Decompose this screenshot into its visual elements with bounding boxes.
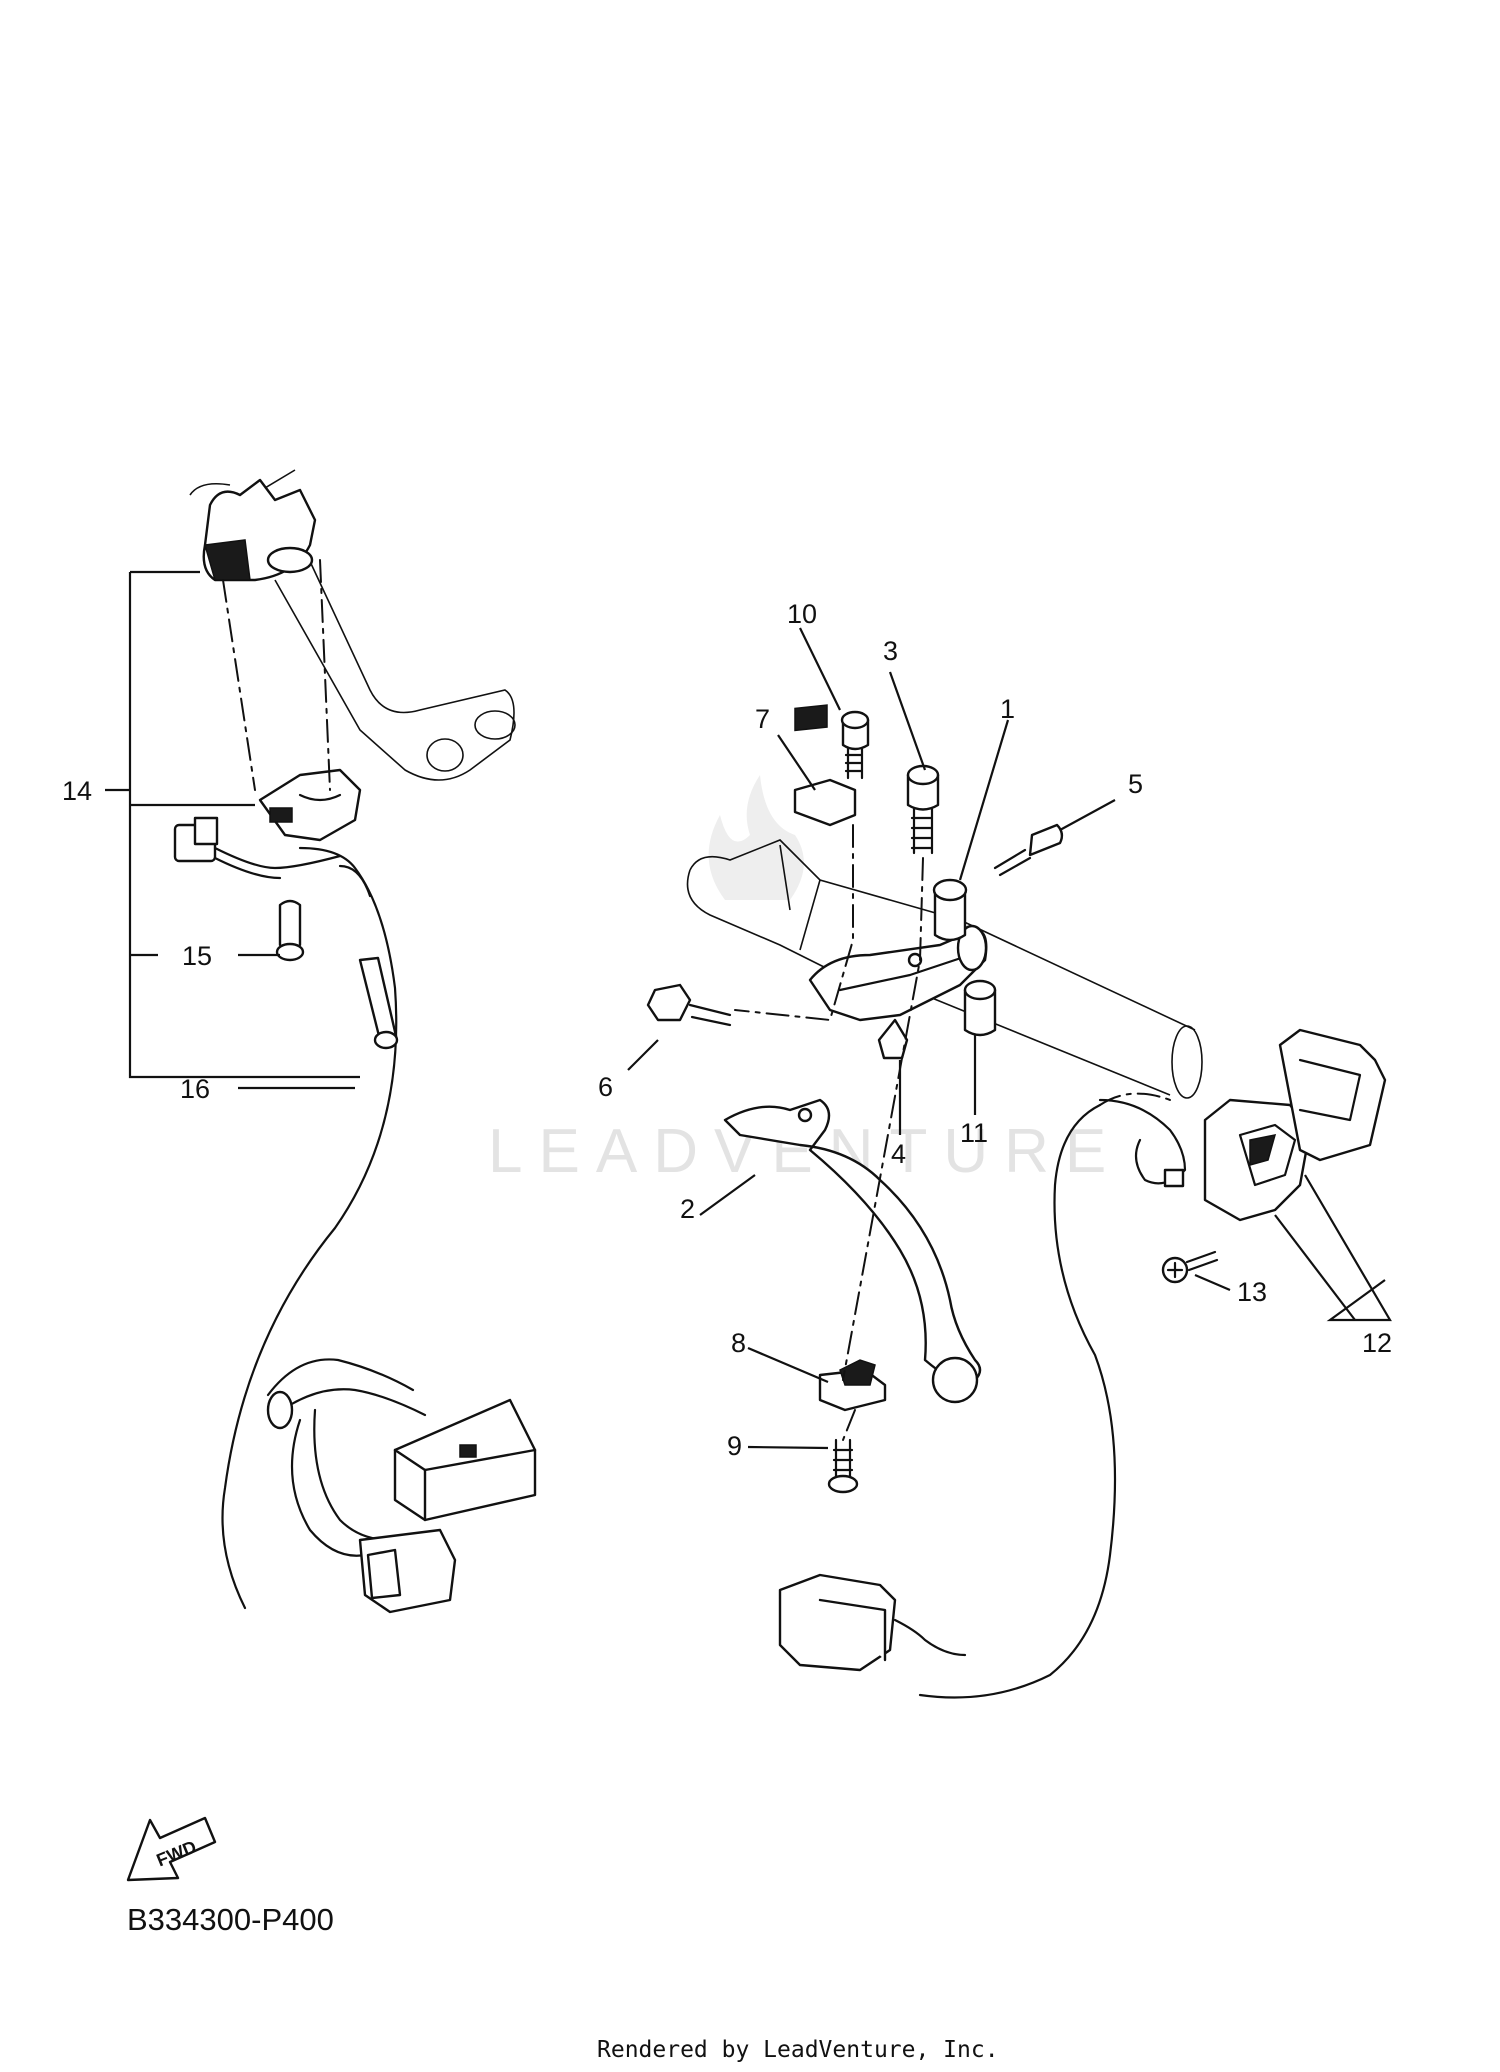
callout-4: 4 [891, 1139, 906, 1169]
callout-12: 12 [1362, 1328, 1392, 1358]
callout-11: 11 [960, 1118, 988, 1148]
diagram-code: B334300-P400 [127, 1902, 334, 1937]
callout-7: 7 [755, 704, 770, 734]
callout-13: 13 [1237, 1277, 1267, 1307]
callout-10: 10 [787, 599, 817, 629]
footer-credit: Rendered by LeadVenture, Inc. [597, 2037, 999, 2063]
callout-1: 1 [1000, 694, 1015, 724]
clutch-lever-assembly[interactable] [646, 704, 1203, 1494]
fwd-arrow-icon: FWD [126, 1816, 217, 1882]
callout-6: 6 [598, 1072, 613, 1102]
callout-5: 5 [1128, 769, 1143, 799]
callout-3: 3 [883, 636, 898, 666]
callout-16: 16 [180, 1074, 210, 1104]
leader-lines [105, 570, 1356, 1450]
callout-9: 9 [727, 1431, 742, 1461]
callout-8: 8 [731, 1328, 746, 1358]
left-switch-assembly[interactable] [173, 469, 537, 1614]
callout-labels: 1 2 3 4 5 6 7 8 9 10 11 12 13 14 15 16 [62, 599, 1392, 1461]
callout-14: 14 [62, 776, 92, 806]
right-switch-assembly[interactable] [778, 1028, 1392, 1699]
callout-2: 2 [680, 1194, 695, 1224]
callout-15: 15 [182, 941, 212, 971]
